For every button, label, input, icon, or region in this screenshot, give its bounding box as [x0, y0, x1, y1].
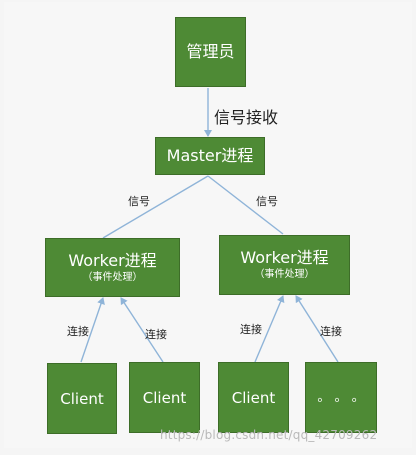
admin-node: 管理员	[175, 17, 246, 87]
signal-receive-label: 信号接收	[214, 108, 279, 127]
client-node-2: Client	[129, 362, 200, 433]
worker-right-label: Worker进程	[240, 248, 329, 267]
signal-right-label: 信号	[256, 195, 278, 208]
client-label-2: Client	[142, 388, 187, 407]
worker-left-sub: （事件处理）	[82, 271, 143, 283]
connect-label-3: 连接	[240, 323, 262, 336]
client3-to-worker-right-arrow	[254, 295, 285, 363]
worker-right-sub: （事件处理）	[254, 269, 315, 280]
client1-to-worker-left-arrow	[80, 297, 105, 363]
connect-label-4: 连接	[320, 325, 342, 338]
master-to-worker-right-line	[207, 175, 284, 235]
client-label-ellipsis: 。 。 。	[317, 389, 365, 405]
connect-label-2: 连接	[145, 328, 167, 341]
admin-label: 管理员	[186, 42, 235, 61]
client-node-3: Client	[218, 362, 289, 433]
worker-node-right: Worker进程 （事件处理）	[219, 235, 350, 295]
connect-label-1: 连接	[67, 325, 89, 338]
client-node-ellipsis: 。 。 。	[305, 362, 377, 433]
client-label-1: Client	[60, 389, 104, 408]
signal-left-label: 信号	[128, 195, 150, 208]
master-to-worker-left-line	[102, 175, 209, 239]
watermark-text: https://blog.csdn.net/qq_42709262	[160, 428, 378, 442]
worker-left-label: Worker进程	[68, 250, 157, 270]
client4-to-worker-right-arrow	[295, 295, 339, 363]
client-label-3: Client	[231, 388, 276, 407]
master-node: Master进程	[155, 137, 265, 175]
client-node-1: Client	[47, 363, 117, 434]
master-label: Master进程	[166, 146, 254, 165]
worker-node-left: Worker进程 （事件处理）	[45, 238, 180, 297]
client2-to-worker-left-arrow	[120, 297, 164, 363]
